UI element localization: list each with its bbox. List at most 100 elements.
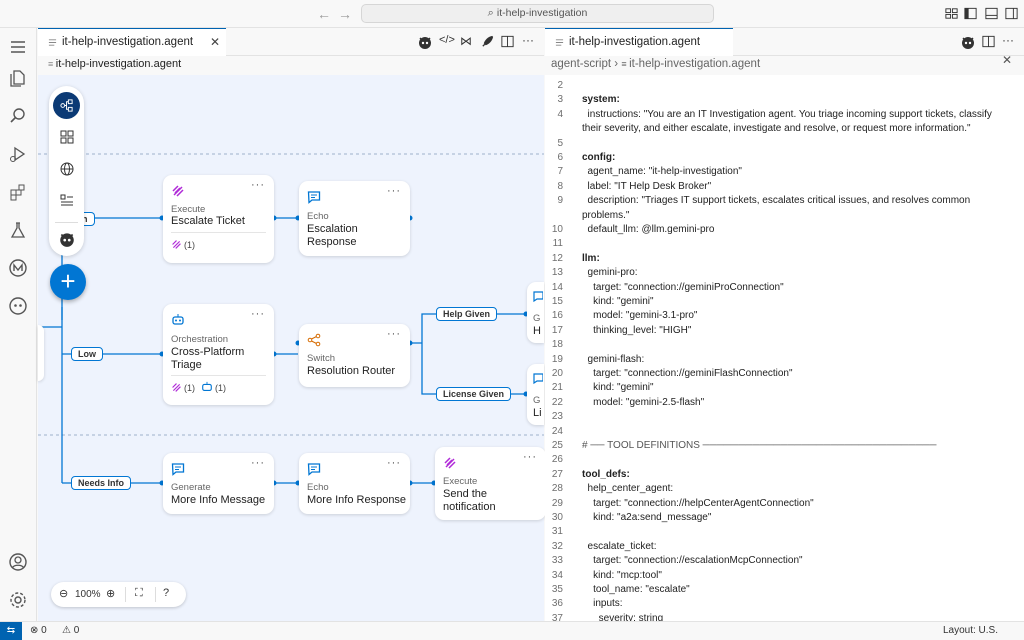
code-line: 25# ── TOOL DEFINITIONS ────────────────… (545, 439, 1024, 453)
line-text: config: (582, 152, 616, 163)
file-icon (555, 39, 564, 46)
node-kind: Execute (443, 476, 478, 487)
keyboard-layout[interactable]: Layout: U.S. (942, 625, 998, 636)
menu-icon[interactable] (8, 37, 28, 57)
node-help-branch-partial[interactable]: G H (527, 282, 544, 343)
node-send-notification[interactable]: ··· Execute Send the notification (435, 447, 546, 520)
command-center[interactable]: ⌕ it-help-investigation (361, 4, 714, 23)
mulesoft-icon[interactable] (8, 258, 28, 278)
node-resolution-router[interactable]: ··· Switch Resolution Router (299, 324, 410, 387)
node-menu-icon[interactable]: ··· (251, 457, 265, 469)
settings-gear-icon[interactable] (8, 590, 28, 610)
line-number: 3 (557, 94, 563, 106)
toggle-panel-icon[interactable] (984, 6, 999, 21)
line-number: 17 (551, 324, 563, 336)
line-text: kind: "gemini" (582, 296, 654, 307)
zoom-out-icon[interactable]: ⊖ (59, 588, 69, 600)
customize-layout-icon[interactable] (944, 6, 959, 21)
zoom-in-icon[interactable]: ⊕ (106, 588, 116, 600)
split-editor-icon[interactable] (500, 34, 515, 49)
forward-arrow-icon[interactable]: → (338, 6, 352, 22)
agent-icon[interactable] (960, 34, 976, 50)
file-icon: ≡ (621, 59, 630, 69)
deploy-rocket-icon[interactable] (480, 34, 495, 49)
split-editor-icon[interactable] (981, 34, 996, 49)
node-menu-icon[interactable]: ··· (523, 451, 537, 463)
list-icon[interactable] (60, 194, 74, 208)
node-more-info-response[interactable]: ··· Echo More Info Response (299, 453, 410, 514)
node-title: H (533, 325, 541, 337)
line-text: kind: "a2a:send_message" (582, 512, 712, 523)
node-echo-escalation-response[interactable]: ··· Echo Escalation Response (299, 181, 410, 256)
search-icon[interactable] (8, 106, 28, 126)
error-count: 0 (41, 625, 47, 636)
line-number: 33 (551, 555, 563, 567)
account-icon[interactable] (8, 552, 28, 572)
execute-icon (172, 240, 181, 249)
start-node-edge[interactable] (38, 325, 44, 381)
tab-source-view[interactable]: it-help-investigation.agent (545, 28, 733, 56)
node-menu-icon[interactable]: ··· (251, 179, 265, 191)
code-line: 15 kind: "gemini" (545, 295, 1024, 309)
line-text: inputs: (582, 598, 623, 610)
chat-icon (533, 291, 543, 303)
agent-icon[interactable] (417, 34, 433, 50)
node-menu-icon[interactable]: ··· (251, 308, 265, 320)
node-title: Send the (443, 488, 488, 500)
line-text: label: "IT Help Desk Broker" (582, 180, 712, 192)
back-arrow-icon[interactable]: ← (317, 6, 331, 22)
globe-icon[interactable] (60, 162, 74, 176)
help-icon[interactable]: ? (163, 587, 170, 599)
left-breadcrumb[interactable]: ≡ it-help-investigation.agent (48, 58, 181, 70)
close-tab-icon[interactable]: ✕ (209, 35, 220, 49)
node-title: More Info Response (307, 494, 407, 506)
node-menu-icon[interactable]: ··· (387, 457, 401, 469)
node-escalate-ticket[interactable]: ··· Execute Escalate Ticket (1) (163, 175, 274, 263)
node-divider (171, 375, 266, 376)
code-view-icon[interactable]: </> (439, 34, 455, 46)
compare-icon[interactable]: ⋈ (460, 34, 472, 48)
errors-indicator[interactable]: ⊗ 0 (30, 625, 47, 636)
close-icon[interactable]: ✕ (1002, 53, 1013, 67)
add-node-button[interactable]: + (50, 264, 86, 300)
warnings-indicator[interactable]: ⚠ 0 (62, 625, 79, 636)
agent-icon[interactable] (58, 230, 76, 248)
line-text: llm: (582, 252, 600, 264)
code-line: 35 tool_name: "escalate" (545, 583, 1024, 597)
toggle-primary-sidebar-icon[interactable] (963, 6, 978, 21)
echo-chat-icon (307, 463, 321, 476)
toggle-secondary-sidebar-icon[interactable] (1004, 6, 1019, 21)
code-line: 30 kind: "a2a:send_message" (545, 511, 1024, 525)
more-actions-icon[interactable]: ··· (522, 33, 534, 47)
fit-view-icon[interactable]: ⛶ (135, 587, 143, 599)
explorer-icon[interactable] (8, 68, 28, 88)
line-number: 9 (557, 195, 563, 207)
code-line: 34 kind: "mcp:tool" (545, 569, 1024, 583)
code-line: 19 gemini-flash: (545, 353, 1024, 367)
node-more-info-message[interactable]: ··· Generate More Info Message (163, 453, 274, 514)
agent-bot-icon[interactable] (8, 296, 28, 316)
more-actions-icon[interactable]: ··· (1002, 33, 1014, 47)
line-number: 23 (551, 411, 563, 423)
flow-canvas[interactable]: igh Low Needs Info Help Given License Gi… (38, 75, 546, 621)
line-number: 19 (551, 353, 563, 365)
node-menu-icon[interactable]: ··· (387, 328, 401, 340)
tab-flow-view[interactable]: it-help-investigation.agent ✕ (38, 28, 226, 56)
branch-label-license-given: License Given (436, 387, 512, 401)
node-menu-icon[interactable]: ··· (387, 185, 401, 197)
right-breadcrumb[interactable]: agent-script › ≡ it-help-investigation.a… (551, 58, 760, 70)
code-line: 2 (545, 79, 1024, 93)
run-debug-icon[interactable] (8, 144, 28, 164)
grid-icon[interactable] (60, 130, 74, 144)
warning-icon: ⚠ (62, 625, 74, 636)
testing-flask-icon[interactable] (8, 220, 28, 240)
flow-view-button[interactable] (53, 92, 80, 119)
extensions-icon[interactable] (8, 182, 28, 202)
node-cross-platform-triage[interactable]: ··· Orchestration Cross-Platform Triage … (163, 304, 274, 405)
node-license-branch-partial[interactable]: G Li (527, 364, 544, 425)
line-number: 7 (557, 166, 563, 178)
command-center-text: it-help-investigation (496, 7, 588, 19)
remote-icon[interactable]: ⇆ (0, 622, 22, 640)
